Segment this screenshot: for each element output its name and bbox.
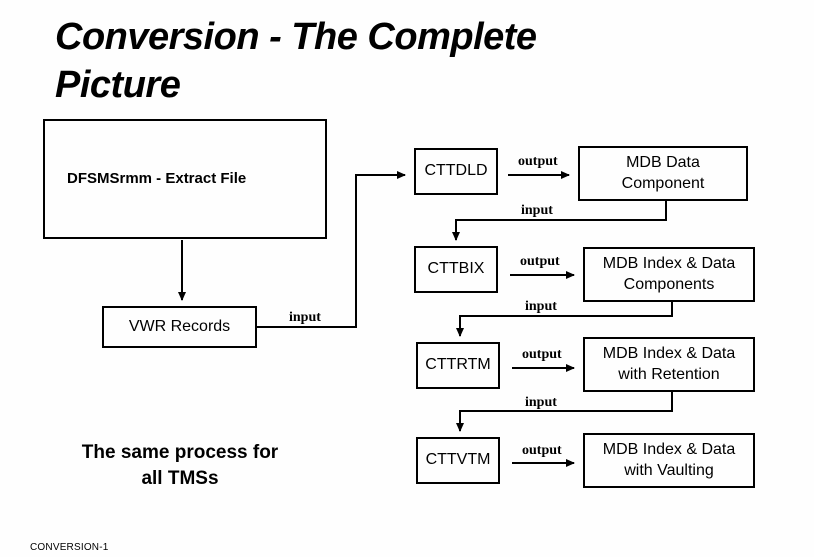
edge-label-output-cttdld: output <box>518 154 558 169</box>
note-same-process: The same process for all TMSs <box>81 442 279 489</box>
connector-mdb3-to-cttvtm <box>456 392 673 432</box>
edge-label-output-cttvtm: output <box>522 443 562 458</box>
edge-label-vwr-input: input <box>289 310 321 325</box>
box-mdb-index-data-with-vaulting: MDB Index & Data with Vaulting <box>583 433 755 488</box>
box-vwr-records: VWR Records <box>102 306 257 348</box>
box-mdb-index-data-with-vaulting-label: MDB Index & Data with Vaulting <box>602 440 736 479</box>
edge-label-input-mdb1: input <box>521 203 553 218</box>
box-mdb-index-data-with-retention: MDB Index & Data with Retention <box>583 337 755 392</box>
page-title: Conversion - The Complete Picture <box>55 16 537 106</box>
edge-label-output-cttbix: output <box>520 254 560 269</box>
box-vwr-records-label: VWR Records <box>128 317 231 335</box>
box-cttvtm: CTTVTM <box>416 437 500 484</box>
connector-mdb2-to-cttrtm <box>456 302 673 337</box>
box-cttbix-label: CTTBIX <box>427 260 485 278</box>
box-cttdld-label: CTTDLD <box>424 162 488 180</box>
edge-label-output-cttrtm: output <box>522 347 562 362</box>
edge-label-input-mdb3: input <box>525 395 557 410</box>
box-mdb-data-component: MDB Data Component <box>578 146 748 201</box>
box-dfsmsrmm-extract-file-label: DFSMSrmm - Extract File <box>67 170 247 188</box>
edge-label-input-mdb2: input <box>525 299 557 314</box>
box-cttdld: CTTDLD <box>414 148 498 195</box>
box-cttrtm: CTTRTM <box>416 342 500 389</box>
box-mdb-index-data-components: MDB Index & Data Components <box>583 247 755 302</box>
box-dfsmsrmm-extract-file: DFSMSrmm - Extract File <box>43 119 327 239</box>
box-cttvtm-label: CTTVTM <box>425 451 491 469</box>
connector-mdb1-to-cttbix <box>452 201 667 241</box>
box-mdb-index-data-with-retention-label: MDB Index & Data with Retention <box>602 344 736 383</box>
box-cttbix: CTTBIX <box>414 246 498 293</box>
box-cttrtm-label: CTTRTM <box>425 356 491 374</box>
box-mdb-data-component-label: MDB Data Component <box>621 153 705 192</box>
box-mdb-index-data-components-label: MDB Index & Data Components <box>602 254 736 293</box>
slide-footer: CONVERSION-1 <box>30 542 109 553</box>
